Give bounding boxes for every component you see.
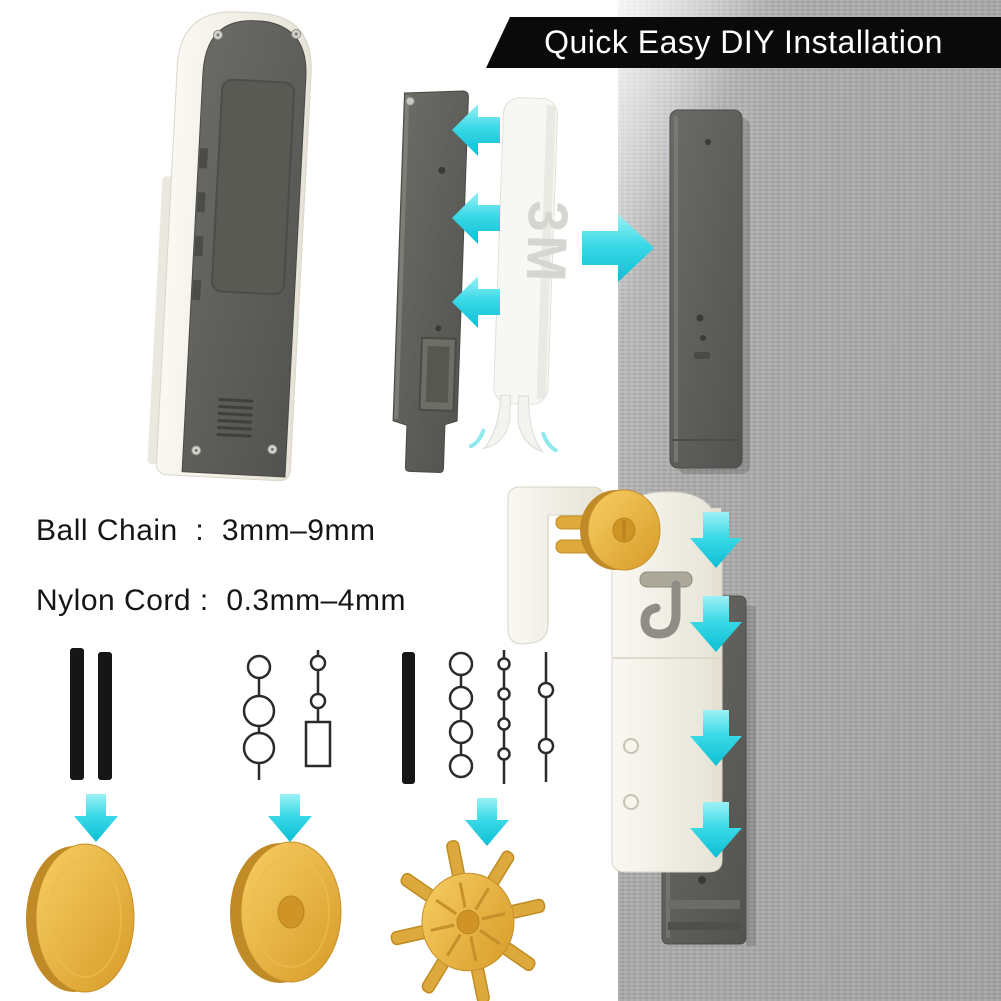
adhesive-strip: 3M: [468, 97, 581, 453]
pulley-wheel-spoked: [390, 839, 546, 1001]
device-button: [623, 794, 639, 810]
vent-grill: [216, 398, 254, 438]
left-arrow-icon: [452, 104, 500, 328]
plate-body: [669, 109, 743, 469]
tail-accent: [541, 431, 558, 453]
strip-shade: [536, 104, 556, 399]
panel-notches: [192, 148, 209, 301]
plate-edge-highlight: [394, 95, 410, 419]
device-button: [623, 738, 639, 754]
plate-slot-inner: [425, 345, 450, 403]
chain-wheel: [580, 489, 661, 571]
thick-cord-samples: [70, 648, 112, 780]
nylon-cord-spec-label: Nylon Cord : 0.3mm–4mm: [36, 584, 406, 617]
strip-liner-tail: [517, 395, 545, 453]
plate-slot: [694, 352, 710, 359]
ball-chain-diagram: [242, 650, 332, 780]
rail-hole: [698, 876, 706, 884]
rail-shadow: [746, 606, 756, 946]
hook-slot: [639, 571, 693, 588]
strip-liner-tail: [482, 394, 512, 450]
pulley-wheel-smooth-1: [26, 843, 135, 993]
mounting-back-plate: [392, 90, 469, 473]
plate-hole: [696, 314, 704, 322]
pulley-wheel-smooth-2: [230, 841, 342, 983]
plate-edge-highlight: [674, 116, 678, 462]
device-side-shade: [712, 508, 721, 860]
right-arrow-icon: [582, 214, 654, 282]
banner-title: Quick Easy DIY Installation: [544, 24, 943, 60]
cord-chain-diagram: [402, 650, 555, 784]
motor-device-back-view: [147, 11, 312, 482]
hanging-hook: [640, 580, 681, 639]
back-panel-recess: [211, 78, 296, 296]
rail-step: [668, 922, 740, 930]
plate-hole: [435, 325, 442, 332]
screw-icon: [191, 29, 302, 456]
tail-accent: [468, 428, 486, 449]
plate-hole: [705, 139, 711, 145]
down-arrow-icon: [690, 512, 742, 858]
down-arrow-icon: [74, 794, 509, 846]
plate-hole: [438, 166, 446, 174]
banner: Quick Easy DIY Installation: [486, 17, 1001, 68]
rail-step: [668, 900, 740, 909]
wall-mounted-plate: [669, 109, 750, 474]
adhesive-brand-label: 3M: [515, 200, 581, 286]
screw-icon: [405, 96, 415, 106]
ball-chain-spec-label: Ball Chain : 3mm–9mm: [36, 514, 376, 547]
plate-hole: [700, 335, 706, 341]
